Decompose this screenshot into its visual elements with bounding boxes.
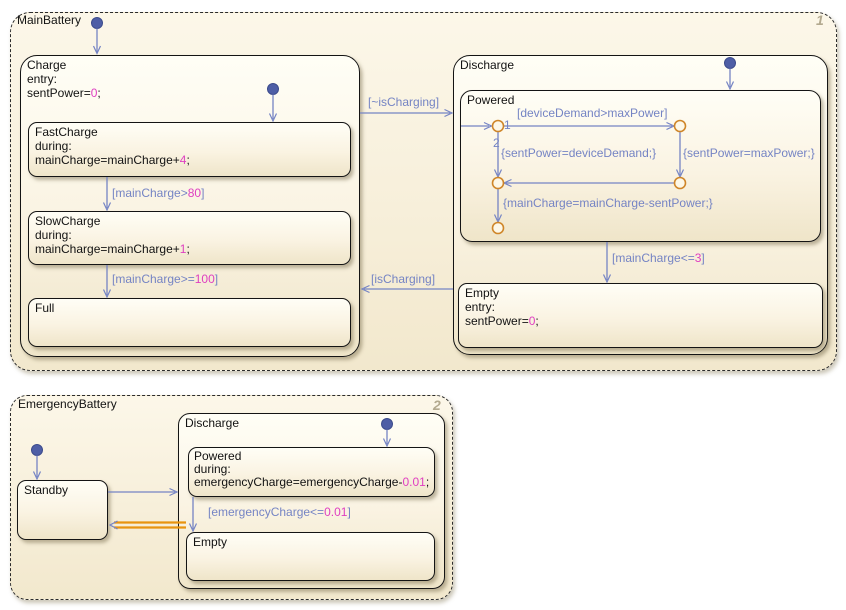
state-fastcharge-during-label: during: bbox=[35, 139, 72, 153]
transition-label-maincharge-minus-sentpower[interactable]: {mainCharge=mainCharge-sentPower;} bbox=[503, 196, 713, 210]
chart-title-mainbattery: MainBattery bbox=[17, 13, 82, 27]
state-powered-eb-title: Powered bbox=[194, 449, 242, 463]
state-powered-eb-during-label: during: bbox=[194, 462, 231, 476]
state-empty-main-entry-action: sentPower=0; bbox=[465, 314, 539, 328]
state-powered-eb-during-action: emergencyCharge=emergencyCharge-0.01; bbox=[194, 475, 430, 489]
transition-powered-empty[interactable] bbox=[602, 242, 612, 284]
transition-label-alt-1[interactable]: 1 bbox=[504, 118, 511, 132]
junction-1[interactable] bbox=[491, 119, 505, 133]
default-transition-mainbattery[interactable] bbox=[91, 17, 103, 55]
default-transition-charge[interactable] bbox=[267, 83, 279, 123]
transition-label-alt-2[interactable]: 2 bbox=[493, 136, 500, 150]
transition-label-ischarging[interactable]: [isCharging] bbox=[371, 272, 436, 286]
state-full[interactable]: Full bbox=[28, 298, 351, 347]
subchart-badge-2: 2 bbox=[433, 397, 441, 413]
state-standby-title: Standby bbox=[24, 483, 69, 497]
state-slowcharge[interactable]: SlowCharge during: mainCharge=mainCharge… bbox=[28, 211, 351, 265]
transition-label-maincharge-le-3[interactable]: [mainCharge<=3] bbox=[612, 251, 705, 265]
state-empty-eb-title: Empty bbox=[193, 535, 228, 549]
state-charge-entry-action: sentPower=0; bbox=[27, 86, 101, 100]
state-discharge-title: Discharge bbox=[460, 58, 515, 72]
state-charge-title: Charge bbox=[27, 58, 67, 72]
subchart-badge-1: 1 bbox=[816, 12, 824, 28]
state-slowcharge-during-label: during: bbox=[35, 228, 72, 242]
state-fastcharge-title: FastCharge bbox=[35, 125, 98, 139]
chart-title-emergencybattery: EmergencyBattery bbox=[18, 397, 117, 411]
default-transition-discharge-eb[interactable] bbox=[381, 418, 393, 448]
state-fastcharge[interactable]: FastCharge during: mainCharge=mainCharge… bbox=[28, 122, 351, 177]
transition-powered-empty-eb[interactable] bbox=[188, 497, 198, 533]
transition-discharge-standby-highlighted[interactable] bbox=[108, 520, 186, 530]
transition-label-emergencycharge-le[interactable]: [emergencyCharge<=0.01] bbox=[208, 505, 351, 519]
state-slowcharge-title: SlowCharge bbox=[35, 214, 101, 228]
transition-charge-discharge[interactable] bbox=[360, 108, 454, 118]
state-powered-title: Powered bbox=[467, 93, 515, 107]
state-fastcharge-during-action: mainCharge=mainCharge+4; bbox=[35, 153, 190, 167]
transition-label-sentpower-maxpower[interactable]: {sentPower=maxPower;} bbox=[683, 146, 815, 160]
transition-label-devicedemand[interactable]: [deviceDemand>maxPower] bbox=[517, 106, 668, 120]
transition-junction3-junction5[interactable] bbox=[493, 189, 503, 224]
transition-label-sentpower-devicedemand[interactable]: {sentPower=deviceDemand;} bbox=[501, 146, 657, 160]
default-transition-discharge[interactable] bbox=[724, 57, 736, 91]
transition-junction1-junction2[interactable] bbox=[504, 121, 676, 131]
state-discharge-eb-title: Discharge bbox=[185, 416, 240, 430]
junction-3[interactable] bbox=[491, 176, 505, 190]
state-empty-eb[interactable]: Empty bbox=[186, 532, 435, 581]
state-empty-main[interactable]: Empty entry: sentPower=0; bbox=[458, 283, 823, 348]
state-slowcharge-during-action: mainCharge=mainCharge+1; bbox=[35, 242, 190, 256]
junction-2[interactable] bbox=[673, 119, 687, 133]
state-standby[interactable]: Standby bbox=[17, 480, 108, 540]
state-powered-eb[interactable]: Powered during: emergencyCharge=emergenc… bbox=[188, 447, 435, 497]
state-full-title: Full bbox=[35, 301, 55, 315]
state-powered[interactable]: Powered bbox=[460, 90, 821, 242]
transition-label-maincharge-ge-100[interactable]: [mainCharge>=100] bbox=[112, 272, 219, 286]
transition-powered-entry[interactable] bbox=[461, 121, 493, 131]
transition-discharge-charge[interactable] bbox=[360, 284, 453, 294]
transition-slowcharge-full[interactable] bbox=[102, 265, 112, 299]
transition-junction4-junction3[interactable] bbox=[502, 178, 674, 188]
state-empty-main-title: Empty bbox=[465, 286, 500, 300]
transition-label-maincharge-gt-80[interactable]: [mainCharge>80] bbox=[112, 186, 205, 200]
state-charge-entry-label: entry: bbox=[27, 72, 58, 86]
transition-fastcharge-slowcharge[interactable] bbox=[102, 177, 112, 212]
transition-standby-discharge[interactable] bbox=[108, 487, 179, 497]
junction-4[interactable] bbox=[673, 176, 687, 190]
transition-label-not-ischarging[interactable]: [~isCharging] bbox=[368, 95, 440, 109]
default-transition-emergencybattery[interactable] bbox=[31, 444, 43, 481]
state-empty-main-entry-label: entry: bbox=[465, 300, 496, 314]
junction-5[interactable] bbox=[491, 221, 505, 235]
